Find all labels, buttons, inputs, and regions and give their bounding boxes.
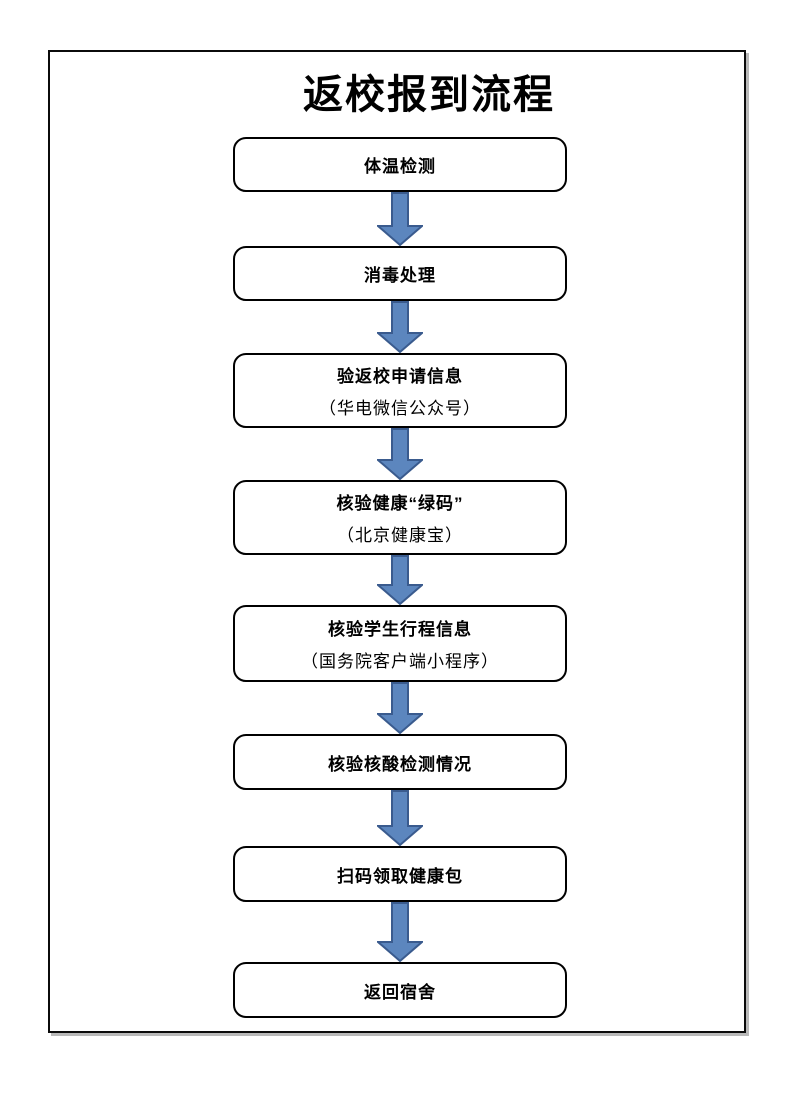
flow-node-verify-nucleic-acid-test: 核验核酸检测情况 bbox=[233, 734, 567, 790]
flow-node-sublabel: （北京健康宝） bbox=[337, 526, 463, 545]
flow-node-sublabel: （国务院客户端小程序） bbox=[301, 652, 499, 671]
flow-arrow-down-icon bbox=[375, 790, 425, 847]
flow-node-label: 核验核酸检测情况 bbox=[328, 754, 472, 774]
flow-node-sublabel: （华电微信公众号） bbox=[319, 399, 481, 418]
flow-node-label: 核验健康“绿码” bbox=[336, 494, 464, 513]
flow-node-label: 体温检测 bbox=[364, 157, 436, 176]
flow-node-label: 验返校申请信息 bbox=[337, 367, 463, 386]
flow-node-scan-get-health-kit: 扫码领取健康包 bbox=[233, 846, 567, 902]
flow-node-disinfection: 消毒处理 bbox=[233, 246, 567, 301]
flow-node-label: 返回宿舍 bbox=[364, 982, 436, 1002]
flow-node-label: 消毒处理 bbox=[364, 266, 436, 285]
flow-arrow-down-icon bbox=[375, 428, 425, 481]
flow-node-verify-student-travel-info: 核验学生行程信息 （国务院客户端小程序） bbox=[233, 605, 567, 682]
page-title-text: 返校报到流程 bbox=[303, 72, 555, 117]
flow-node-temperature-check: 体温检测 bbox=[233, 137, 567, 192]
flow-arrow-down-icon bbox=[375, 902, 425, 963]
flow-node-return-to-dormitory: 返回宿舍 bbox=[233, 962, 567, 1018]
flow-arrow-down-icon bbox=[375, 682, 425, 735]
flow-arrow-down-icon bbox=[375, 301, 425, 354]
flow-node-label: 扫码领取健康包 bbox=[337, 866, 463, 886]
flow-node-verify-return-application: 验返校申请信息 （华电微信公众号） bbox=[233, 353, 567, 428]
flow-node-verify-health-green-code: 核验健康“绿码” （北京健康宝） bbox=[233, 480, 567, 555]
flow-arrow-down-icon bbox=[375, 555, 425, 606]
page-title: 返校报到流程 bbox=[48, 62, 746, 120]
flow-arrow-down-icon bbox=[375, 192, 425, 247]
flow-node-label: 核验学生行程信息 bbox=[328, 620, 472, 639]
